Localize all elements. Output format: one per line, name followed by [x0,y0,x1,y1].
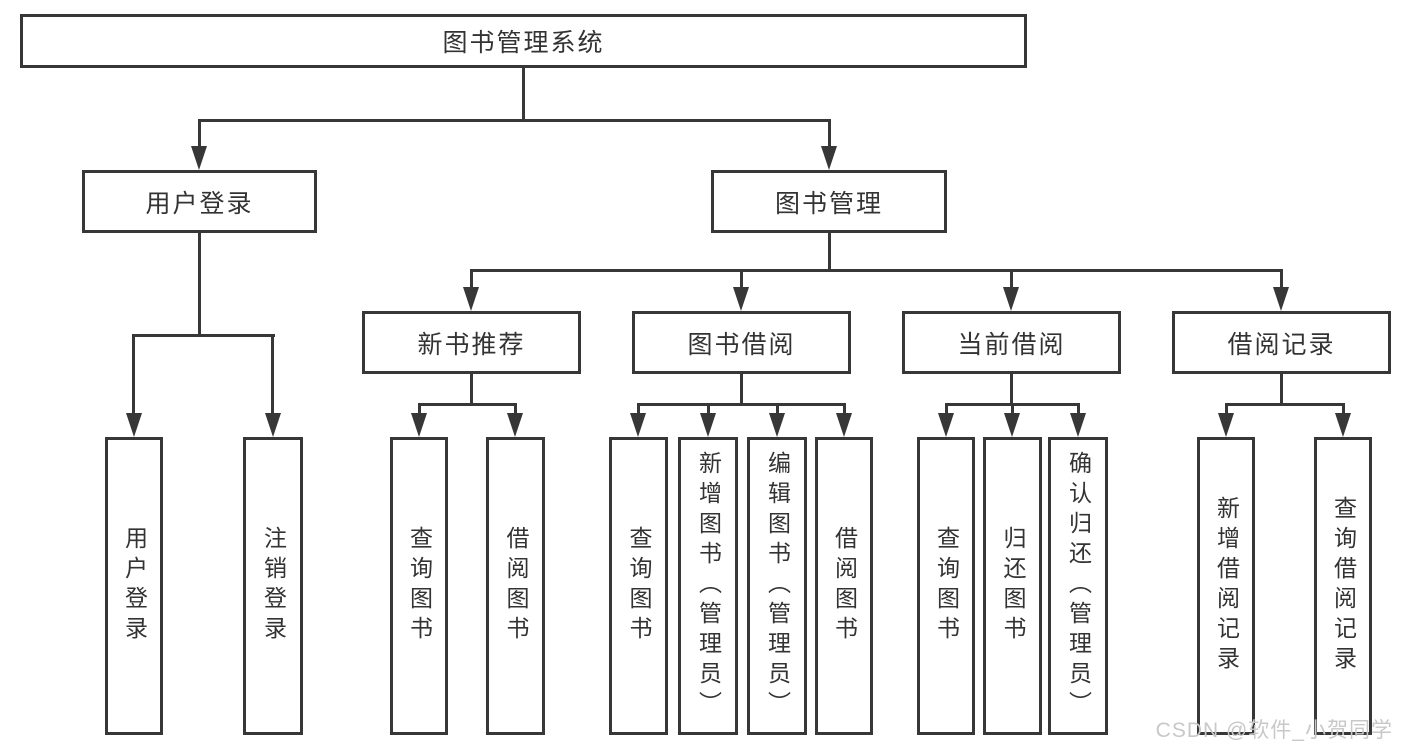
connector-line [1225,403,1228,415]
connector-line [1077,403,1080,415]
arrow-down-icon [821,146,837,170]
node-borrow-book: 借阅图书 [815,437,873,735]
connector-line [271,334,274,415]
node-new-book-recommend: 新书推荐 [362,311,581,374]
arrow-down-icon [769,413,785,437]
connector-line [522,68,525,122]
connector-line [133,334,275,337]
connector-line [1342,403,1345,415]
node-book-borrow: 图书借阅 [632,311,851,374]
connector-line [198,233,201,336]
arrow-down-icon [1070,413,1086,437]
node-label: 查询借阅记录 [1330,496,1357,676]
node-label: 查询图书 [406,526,433,646]
connector-line [843,403,846,415]
node-query-book-current: 查询图书 [917,437,975,735]
arrow-down-icon [1218,413,1234,437]
node-label: 图书借阅 [687,330,796,359]
connector-line [1010,374,1013,405]
node-confirm-return-admin: 确认归还（管理员） [1048,437,1108,735]
node-query-book-recommend: 查询图书 [390,437,448,735]
node-user-login-leaf: 用户登录 [105,437,163,735]
connector-line [1010,269,1013,289]
node-label: 借阅记录 [1227,330,1336,359]
connector-line [470,269,1283,272]
connector-line [470,374,473,405]
node-label: 新书推荐 [417,330,526,359]
connector-line [1011,403,1014,415]
arrow-down-icon [1004,413,1020,437]
connector-line [637,403,845,406]
arrow-down-icon [1335,413,1351,437]
arrow-down-icon [411,413,427,437]
node-add-book-admin: 新增图书（管理员） [678,437,738,735]
connector-line [707,403,710,415]
arrow-down-icon [700,413,716,437]
connector-line [828,119,831,150]
connector-line [418,403,421,415]
node-label: 借阅图书 [503,526,529,646]
node-current-borrow: 当前借阅 [902,311,1121,374]
node-query-book-borrow: 查询图书 [609,437,668,735]
connector-line [740,269,743,289]
arrow-down-icon [630,413,646,437]
node-label: 用户登录 [121,526,148,646]
connector-line [637,403,640,415]
arrow-down-icon [938,413,954,437]
node-label: 图书管理 [774,189,883,218]
arrow-down-icon [1273,287,1289,311]
connector-line [740,374,743,405]
node-borrow-record: 借阅记录 [1172,311,1391,374]
arrow-down-icon [126,413,142,437]
arrow-down-icon [1003,287,1019,311]
connector-line [198,119,201,150]
node-label: 查询图书 [626,526,652,646]
connector-line [776,403,779,415]
node-label: 注销登录 [260,526,287,646]
connector-line [132,334,135,415]
node-label: 当前借阅 [957,330,1066,359]
node-edit-book-admin: 编辑图书（管理员） [747,437,807,735]
arrow-down-icon [733,287,749,311]
connector-line [418,403,517,406]
node-label: 用户登录 [145,189,254,218]
node-book-management: 图书管理 [711,170,947,233]
arrow-down-icon [463,287,479,311]
node-label: 确认归还（管理员） [1065,451,1092,721]
node-return-book: 归还图书 [983,437,1042,735]
arrow-down-icon [265,413,281,437]
node-book-system: 图书管理系统 [20,14,1027,68]
node-query-borrow-record: 查询借阅记录 [1314,437,1372,735]
connector-line [470,269,473,289]
connector-line [828,233,831,271]
node-label: 借阅图书 [831,526,858,646]
node-add-borrow-record: 新增借阅记录 [1197,437,1255,735]
arrow-down-icon [836,413,852,437]
node-label: 查询图书 [933,526,960,646]
csdn-watermark: CSDN @软件_小贺同学 [1155,719,1393,742]
node-borrow-book-recommend: 借阅图书 [486,437,545,735]
connector-line [1225,403,1344,406]
node-label: 新增借阅记录 [1213,496,1240,676]
node-user-login: 用户登录 [82,170,317,233]
node-label: 新增图书（管理员） [695,451,722,721]
connector-line [514,403,517,415]
node-label: 编辑图书（管理员） [764,451,791,721]
connector-line [1280,269,1283,289]
arrow-down-icon [507,413,523,437]
node-logout: 注销登录 [243,437,303,735]
arrow-down-icon [191,146,207,170]
connector-line [945,403,948,415]
node-label: 归还图书 [1000,526,1026,646]
node-label: 图书管理系统 [442,29,605,57]
connector-line [198,119,831,122]
connector-line [1280,374,1283,405]
